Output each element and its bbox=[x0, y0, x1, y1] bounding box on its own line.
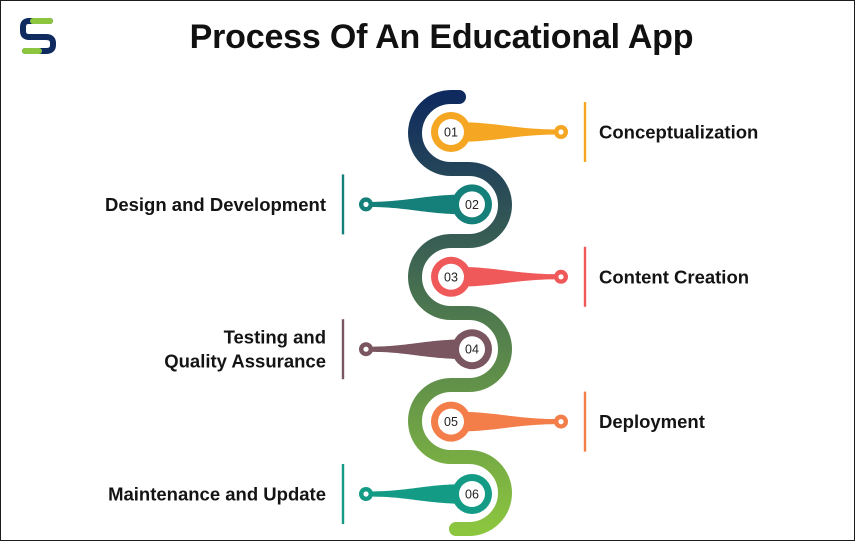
connector-end-hole bbox=[363, 346, 369, 352]
step-06: 06 Maintenance and Update bbox=[108, 464, 492, 524]
brand-logo-icon bbox=[20, 18, 56, 54]
step-badge bbox=[459, 191, 485, 218]
page-title: Process Of An Educational App bbox=[189, 18, 694, 56]
step-number: 02 bbox=[465, 198, 479, 212]
step-label: Quality Assurance bbox=[164, 351, 326, 372]
connector-end-hole bbox=[558, 274, 564, 280]
step-03: 03 Content Creation bbox=[431, 246, 749, 307]
connector-end-hole bbox=[363, 201, 369, 207]
step-badge bbox=[438, 263, 464, 290]
step-number: 03 bbox=[444, 270, 458, 284]
winding-process-path bbox=[408, 90, 512, 536]
step-divider bbox=[341, 319, 345, 380]
step-connector bbox=[366, 484, 472, 504]
step-connector bbox=[366, 194, 472, 215]
step-divider bbox=[583, 246, 587, 307]
step-badge bbox=[438, 119, 464, 145]
connector-end-hole bbox=[558, 419, 564, 425]
step-divider bbox=[341, 464, 345, 524]
connector-end-hole bbox=[363, 491, 369, 497]
step-connector bbox=[366, 339, 472, 360]
step-label: Design and Development bbox=[105, 194, 326, 215]
step-connector bbox=[451, 266, 561, 287]
connector-end-hole bbox=[558, 129, 564, 135]
step-badge bbox=[459, 481, 485, 507]
step-label: Content Creation bbox=[599, 266, 749, 287]
step-number: 05 bbox=[444, 415, 458, 429]
step-badge bbox=[438, 408, 464, 435]
step-label: Maintenance and Update bbox=[108, 484, 326, 505]
step-divider bbox=[583, 102, 587, 162]
step-label: Conceptualization bbox=[599, 122, 758, 143]
step-number: 04 bbox=[465, 343, 479, 357]
step-divider bbox=[341, 174, 345, 235]
step-connector bbox=[451, 411, 561, 432]
step-badge bbox=[459, 336, 485, 363]
step-number: 01 bbox=[444, 126, 458, 140]
step-05: 05 Deployment bbox=[431, 391, 705, 452]
step-divider bbox=[583, 391, 587, 452]
step-connector bbox=[451, 122, 561, 142]
step-01: 01 Conceptualization bbox=[431, 102, 758, 162]
step-label: Deployment bbox=[599, 411, 705, 432]
step-02: 02 Design and Development bbox=[105, 174, 492, 235]
step-label: Testing and bbox=[224, 327, 326, 348]
step-number: 06 bbox=[465, 488, 479, 502]
